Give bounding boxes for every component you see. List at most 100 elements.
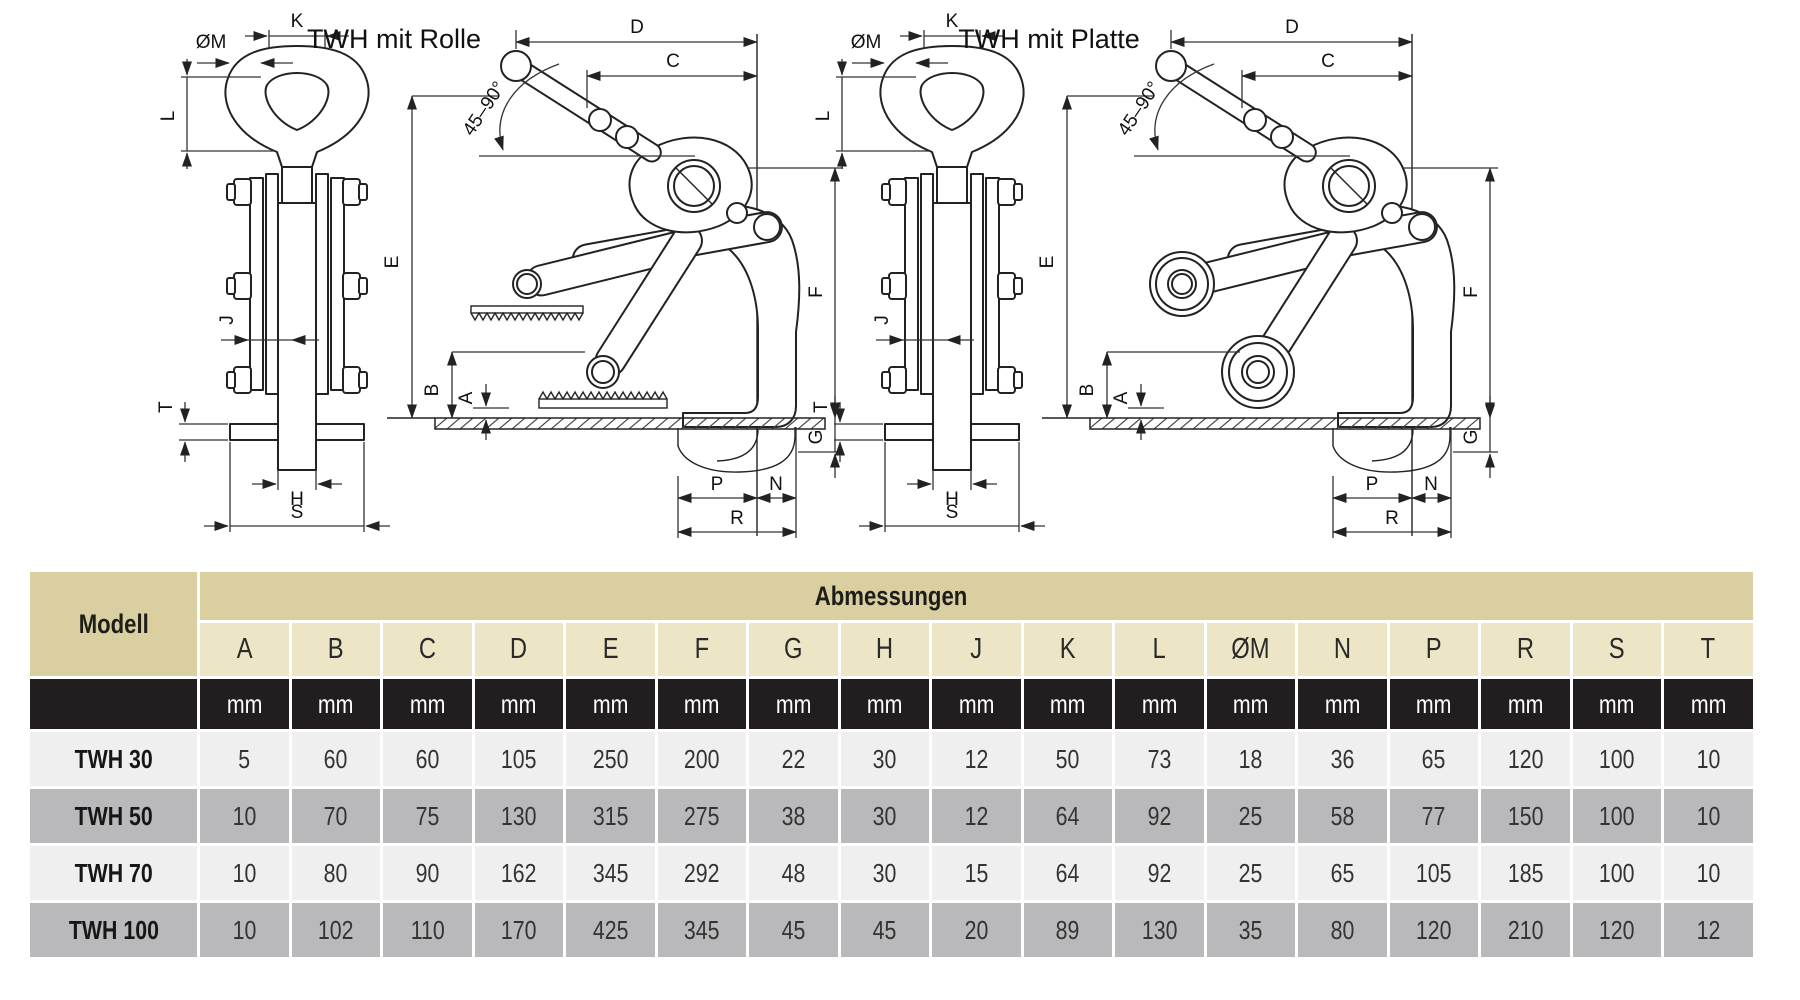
table-cell: 120 [1572, 903, 1661, 957]
table-cell: 80 [291, 846, 380, 900]
table-cell: 30 [840, 846, 929, 900]
unit-cell: mm [1023, 679, 1112, 729]
dim-label-t: T [156, 401, 177, 413]
dim-label-g: G [806, 430, 827, 445]
table-cell: 185 [1481, 846, 1570, 900]
unit-cell: mm [1572, 679, 1661, 729]
table-cell: 210 [1481, 903, 1570, 957]
table-cell: 50 [1023, 732, 1112, 786]
dim-label-l: L [158, 111, 179, 122]
table-cell: 150 [1481, 789, 1570, 843]
column-header-p: P [1389, 623, 1478, 676]
table-cell: 10 [200, 903, 289, 957]
model-name-twh70: TWH 70 [30, 846, 197, 900]
column-header-c: C [383, 623, 472, 676]
unit-cell: mm [1664, 679, 1753, 729]
table-cell: 110 [383, 903, 472, 957]
base-plate-right [315, 423, 365, 441]
table-cell: 30 [840, 732, 929, 786]
table-cell: 130 [474, 789, 563, 843]
unit-cell: mm [932, 679, 1021, 729]
column-header-j: J [932, 623, 1021, 676]
dim-label-d: D [630, 17, 644, 38]
dim-label-f: F [806, 286, 827, 298]
model-name-twh100: TWH 100 [30, 903, 197, 957]
unit-cell: mm [291, 679, 380, 729]
model-name-twh50: TWH 50 [30, 789, 197, 843]
table-cell: 45 [840, 903, 929, 957]
table-cell: 89 [1023, 903, 1112, 957]
table-cell: 73 [1115, 732, 1204, 786]
table-cell: 162 [474, 846, 563, 900]
unit-cell: mm [200, 679, 289, 729]
table-cell: 425 [566, 903, 655, 957]
table-cell: 105 [1389, 846, 1478, 900]
unit-cell: mm [1206, 679, 1295, 729]
table-cell: 200 [657, 732, 746, 786]
table-cell: 92 [1115, 789, 1204, 843]
dimension-table: Modell Abmessungen A B C D E F G H J K L… [30, 572, 1753, 957]
table-cell: 10 [1664, 732, 1753, 786]
center-web [277, 202, 317, 471]
unit-cell: mm [1298, 679, 1387, 729]
dim-label-a: A [456, 391, 477, 404]
table-cell: 130 [1115, 903, 1204, 957]
column-header-l: L [1115, 623, 1204, 676]
dim-label-b: B [422, 384, 443, 397]
table-cell: 100 [1572, 732, 1661, 786]
table-cell: 5 [200, 732, 289, 786]
table-cell: 22 [749, 732, 838, 786]
table-cell: 92 [1115, 846, 1204, 900]
table-cell: 345 [657, 903, 746, 957]
unit-row-spacer [30, 679, 197, 729]
column-header-h: H [840, 623, 929, 676]
column-header-d: D [474, 623, 563, 676]
table-cell: 250 [566, 732, 655, 786]
dim-label-j: J [217, 315, 238, 325]
table-cell: 315 [566, 789, 655, 843]
table-cell: 80 [1298, 903, 1387, 957]
table-cell: 70 [291, 789, 380, 843]
column-header-e: E [566, 623, 655, 676]
table-cell: 65 [1298, 846, 1387, 900]
table-cell: 292 [657, 846, 746, 900]
unit-cell: mm [1389, 679, 1478, 729]
model-column-header: Modell [30, 572, 197, 676]
table-cell: 120 [1389, 903, 1478, 957]
table-cell: 35 [1206, 903, 1295, 957]
drawing-title-platte: TWH mit Platte [958, 24, 1140, 54]
table-cell: 12 [932, 789, 1021, 843]
table-cell: 102 [291, 903, 380, 957]
dim-label-p: P [711, 474, 724, 495]
table-cell: 10 [1664, 789, 1753, 843]
table-cell: 105 [474, 732, 563, 786]
table-cell: 45 [749, 903, 838, 957]
serrated-pads [470, 305, 668, 409]
clamp-front-view: K ØM L J T H S [156, 11, 390, 532]
dim-label-c: C [666, 51, 680, 72]
workpiece-plate [434, 417, 826, 430]
table-cell: 64 [1023, 789, 1112, 843]
table-cell: 275 [657, 789, 746, 843]
unit-cell: mm [749, 679, 838, 729]
dim-label-h: H [290, 489, 304, 510]
table-cell: 18 [1206, 732, 1295, 786]
table-cell: 75 [383, 789, 472, 843]
column-header-s: S [1572, 623, 1661, 676]
dim-label-k: K [291, 11, 304, 32]
unit-cell: mm [383, 679, 472, 729]
table-cell: 100 [1572, 789, 1661, 843]
dim-label-om: ØM [196, 32, 227, 53]
table-cell: 60 [291, 732, 380, 786]
dim-label-e: E [382, 256, 403, 269]
table-cell: 48 [749, 846, 838, 900]
unit-cell: mm [657, 679, 746, 729]
table-cell: 10 [200, 846, 289, 900]
table-cell: 64 [1023, 846, 1112, 900]
table-cell: 345 [566, 846, 655, 900]
column-header-k: K [1023, 623, 1112, 676]
column-header-g: G [749, 623, 838, 676]
column-header-n: N [1298, 623, 1387, 676]
table-cell: 10 [1664, 846, 1753, 900]
